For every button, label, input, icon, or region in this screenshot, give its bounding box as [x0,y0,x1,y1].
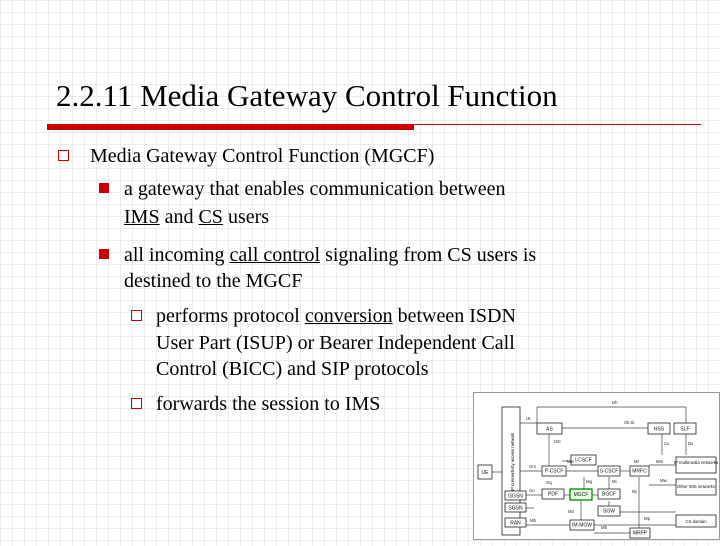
bullet-conversion-line2: User Part (ISUP) or Bearer Independent C… [156,332,515,354]
if-mi: Mi [612,479,617,484]
bullet-gateway-line1: a gateway that enables communication bet… [124,178,506,200]
node-mrfc-box [629,465,650,477]
node-imsmgw-box [569,519,595,531]
if-mr: Mr [634,459,640,464]
if-dh: Dh [612,400,618,405]
call-control-term: call control [229,244,321,266]
label-mrfp: MRFP [633,531,648,537]
bullet-gateway-line2: IMS and CS users [124,205,269,229]
label-slf: SLF [680,427,689,433]
label-sgw: SGW [603,509,615,515]
if-isc: ISC [554,439,561,444]
node-icscf-box [570,454,597,466]
call-control-post-text: signaling from CS users is [325,244,537,266]
ims-architecture-diagram: IP connectivity access network UE [473,392,720,540]
label-mgcf: MGCF [574,492,589,498]
node-pdf-box [541,488,565,500]
conversion-term: conversion [304,305,393,327]
node-other-ims-box [675,478,717,496]
title-accent-bar [47,124,414,130]
label-ue: UE [482,470,490,476]
ims-architecture-svg: IP connectivity access network UE [477,400,719,539]
label-ip-mm: IP multimedia networks [674,460,718,465]
if-mm: Mm [656,459,664,464]
bullet-mgcf: Media Gateway Control Function (MGCF) [90,145,435,167]
if-sh: Sh,Si [624,420,634,425]
hollow-square-bullet-icon [58,150,69,161]
cs-term: CS [198,206,223,228]
diagram-node-labels: UE GGSN SGSN RAN AS HSS SLF I-CSCF P-CSC… [482,427,719,537]
if-ut: Ut [526,416,531,421]
hollow-square-bullet-icon [131,310,142,321]
node-hss-box [647,422,671,435]
node-mgcf-box [569,488,593,501]
bullet-conversion-line3: Control (BICC) and SIP protocols [156,358,429,380]
title-divider-line [414,124,701,125]
label-pdf: PDF [548,492,558,498]
slide-title: 2.2.11 Media Gateway Control Function [56,78,558,113]
if-mb-2: Mb [601,525,608,530]
node-ggsn-box [504,490,527,501]
label-other-ims: Other IMS networks [677,484,715,489]
node-ip-mm-box [675,456,717,474]
call-control-pre-text: all incoming [124,244,225,266]
if-mb: Mb [530,518,537,523]
access-network-label: IP connectivity access network [510,432,515,491]
conversion-post-text: between ISDN [397,305,516,327]
if-mp: Mp [644,516,651,521]
node-mrfp-box [629,527,651,539]
bullet-forwards: forwards the session to IMS [156,393,381,415]
ims-term: IMS [124,206,160,228]
if-mg: Mg [586,479,593,484]
if-mj: Mj [632,489,637,494]
node-pcscf-box [541,465,567,477]
label-bgcf: BGCF [602,492,616,498]
if-mn: Mn [568,509,575,514]
label-imsmgw: IM-MGW [572,523,592,529]
conversion-pre-text: performs protocol [156,305,300,327]
label-hss: HSS [654,427,665,433]
label-cs-domain: CS domain [685,519,707,524]
bullet-call-control-line1: all incoming call control signaling from… [124,243,536,267]
node-ue-box [477,464,493,480]
if-go: Go [529,488,535,493]
node-sgw-box [597,505,621,517]
label-scscf: S-CSCF [600,469,619,475]
node-sgsn-box [504,502,527,513]
filled-square-bullet-icon [99,183,109,193]
users-text: users [227,206,270,228]
node-as-box [536,422,563,435]
label-ggsn: GGSN [508,494,523,500]
label-pcscf: P-CSCF [545,469,564,475]
label-ran: RAN [510,521,521,527]
node-cs-domain-box [675,514,717,528]
node-ran-box [504,517,527,528]
and-text: and [164,206,194,228]
bullet-call-control-line2: destined to the MGCF [124,270,303,292]
if-gq: Gq [546,480,552,485]
if-mw-2: Mw [567,459,575,464]
label-icscf: I-CSCF [575,458,592,464]
if-cx: Cx [664,441,670,446]
node-slf-box [673,422,697,435]
node-bgcf-box [597,488,621,500]
hollow-square-bullet-icon [131,398,142,409]
label-sgsn: SGSN [508,506,523,512]
filled-square-bullet-icon [99,249,109,259]
diagram-interface-labels: Dh Sh,Si Ut ISC Cx Dx Mm Mw Mw Mi Mg Gq … [526,400,694,530]
if-mw: Mw [660,478,668,483]
diagram-nodes [477,422,717,539]
if-dx: Dx [688,441,694,446]
node-scscf-box [597,465,621,477]
if-gm: Gm [529,464,536,469]
label-as: AS [546,427,553,433]
bullet-conversion-line1: performs protocol conversion between ISD… [156,304,516,328]
label-mrfc: MRFC [632,469,647,475]
